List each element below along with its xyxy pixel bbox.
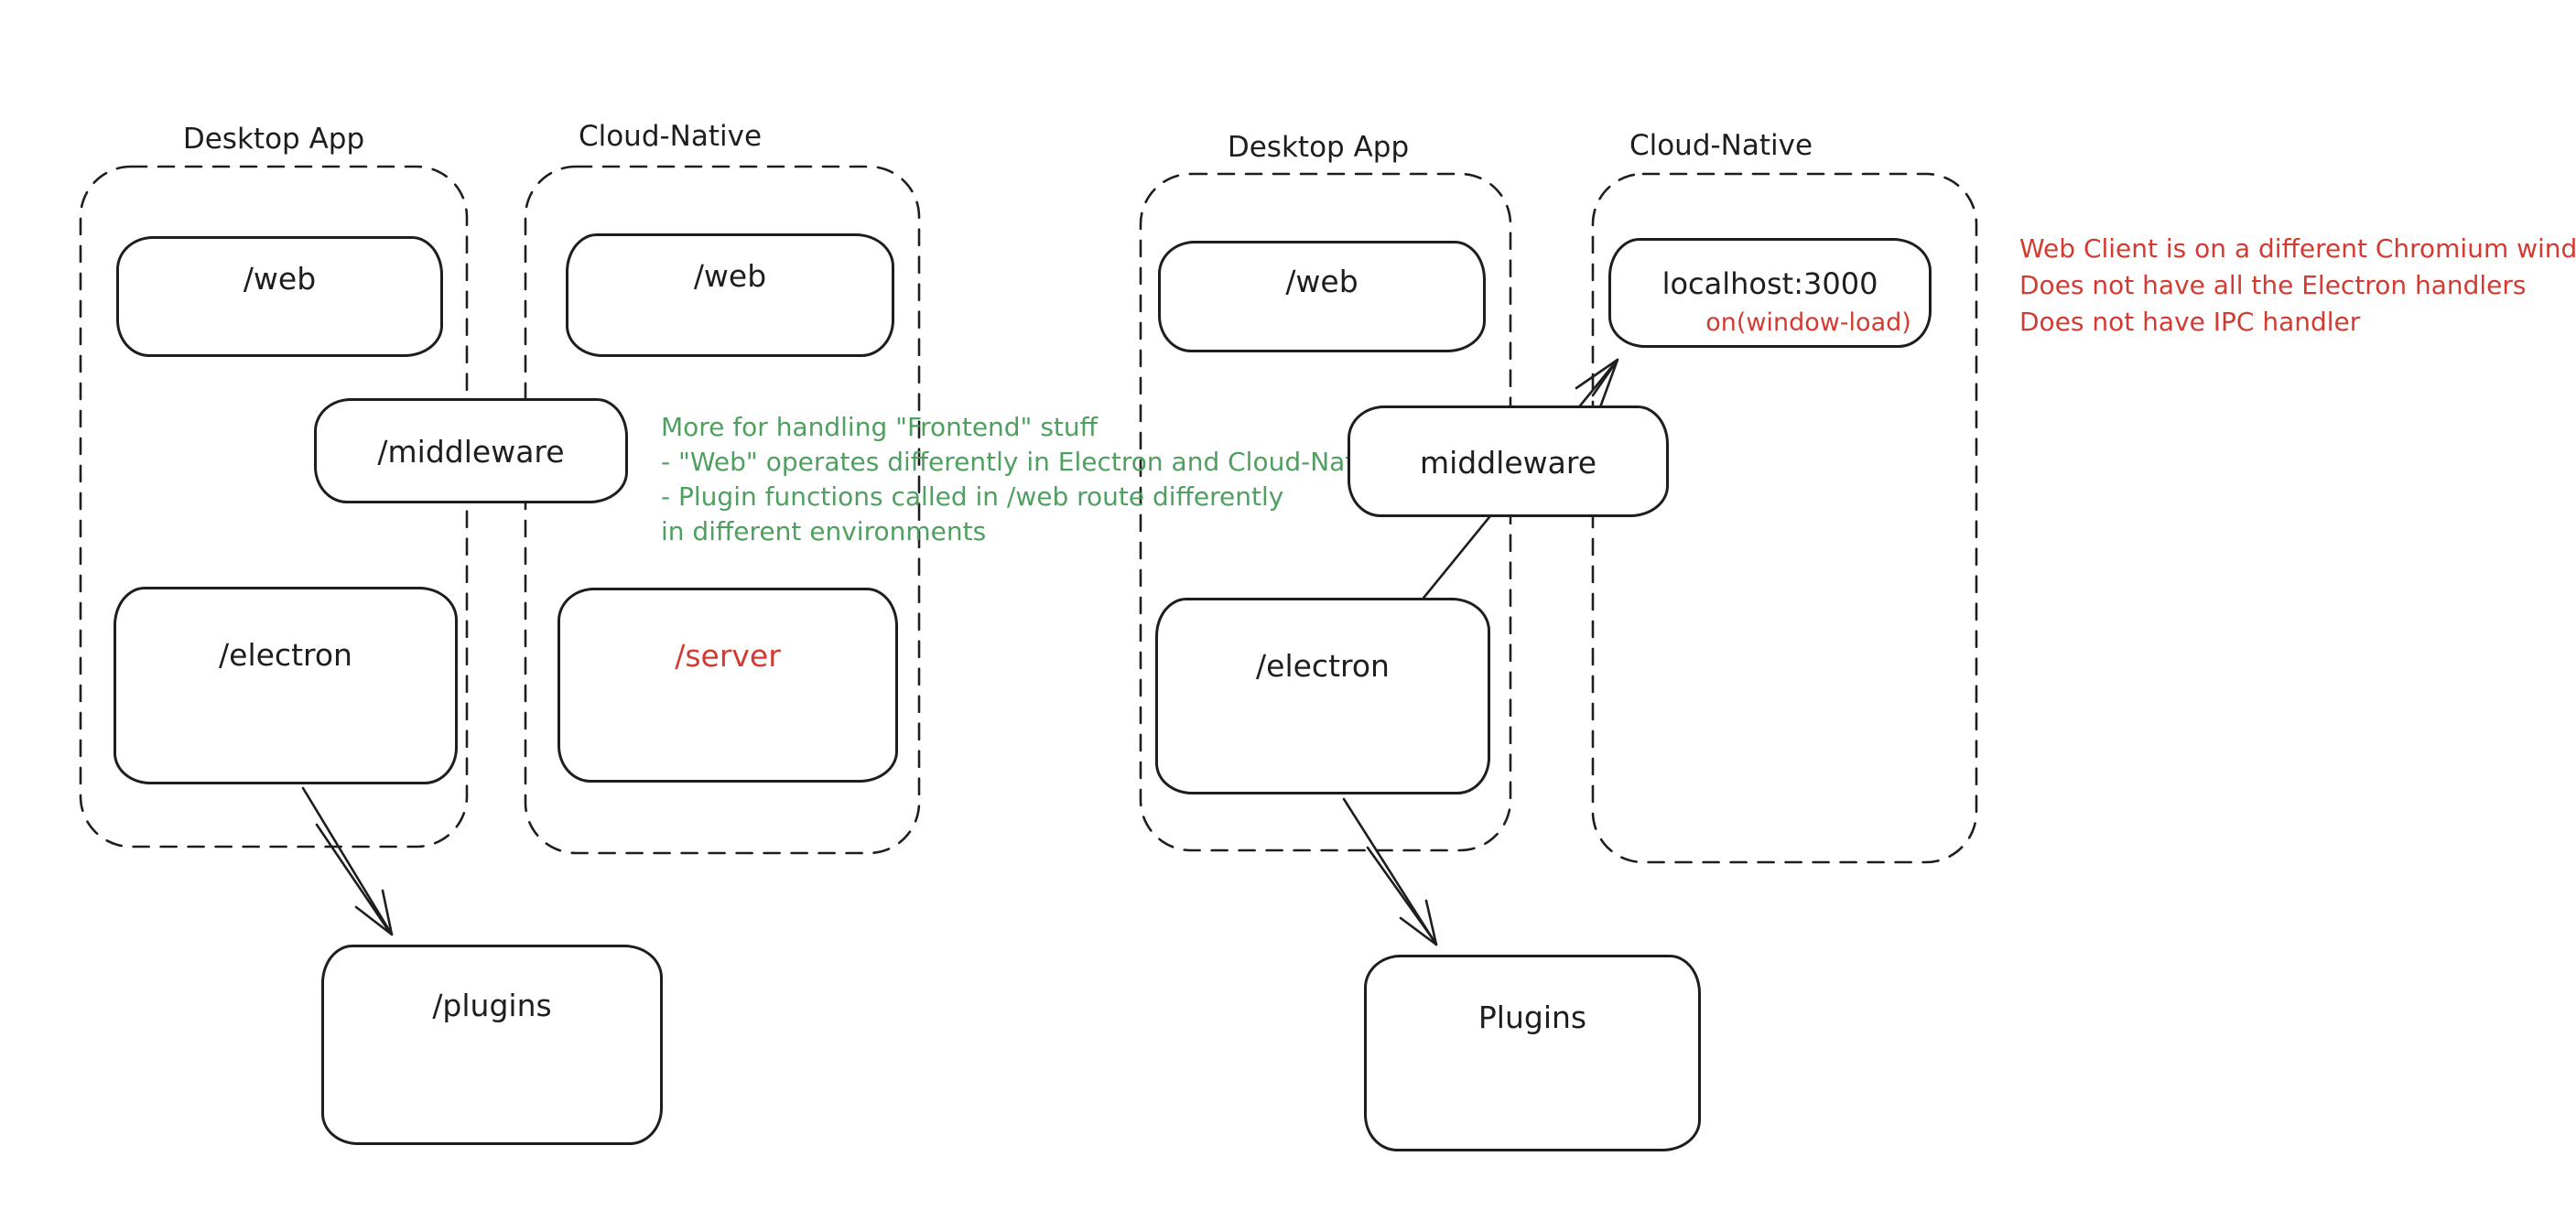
left-middleware-label: /middleware	[377, 434, 565, 470]
right-localhost-box: localhost:3000 on(window-load)	[1608, 238, 1932, 348]
left-plugins-label: /plugins	[432, 988, 552, 1023]
right-plugins-label: Plugins	[1477, 1000, 1587, 1035]
right-web-label: /web	[1285, 264, 1358, 299]
left-annotation: More for handling "Frontend" stuff - "We…	[661, 410, 1393, 549]
left-plugins-box: /plugins	[321, 945, 663, 1145]
left-electron-to-plugins-arrow	[301, 786, 394, 936]
right-annotation: Web Client is on a different Chromium wi…	[2019, 231, 2576, 340]
left-annotation-line-3: - Plugin functions called in /web route …	[661, 481, 1284, 512]
right-web-box: /web	[1158, 241, 1486, 352]
left-desktop-container	[79, 165, 469, 848]
left-middleware-box: /middleware	[314, 398, 628, 503]
left-cloud-web-label: /web	[693, 258, 767, 294]
right-annotation-line-2: Does not have all the Electron handlers	[2019, 270, 2527, 300]
right-desktop-title: Desktop App	[1227, 131, 1410, 164]
left-cloud-container	[524, 165, 921, 855]
left-web-box: /web	[116, 236, 443, 357]
left-annotation-line-2: - "Web" operates differently in Electron…	[661, 447, 1393, 477]
right-localhost-label: localhost:3000	[1661, 265, 1878, 301]
right-middleware-box: middleware	[1348, 405, 1669, 517]
left-server-label: /server	[675, 638, 781, 674]
right-electron-label: /electron	[1256, 648, 1390, 684]
left-cloud-web-box: /web	[566, 233, 894, 357]
right-window-load-label: on(window-load)	[1705, 308, 1911, 337]
left-annotation-line-1: More for handling "Frontend" stuff	[661, 412, 1098, 442]
left-electron-label: /electron	[219, 637, 352, 673]
right-plugins-box: Plugins	[1364, 955, 1701, 1151]
right-cloud-title: Cloud-Native	[1629, 129, 1813, 162]
right-electron-to-plugins-arrow	[1342, 797, 1438, 946]
left-electron-box: /electron	[114, 587, 458, 784]
left-cloud-title: Cloud-Native	[578, 120, 763, 153]
left-annotation-line-4: in different environments	[661, 516, 987, 546]
left-web-label: /web	[243, 261, 317, 297]
left-server-box: /server	[557, 588, 898, 783]
right-cloud-container	[1591, 172, 1978, 864]
right-electron-box: /electron	[1155, 598, 1490, 794]
right-annotation-line-1: Web Client is on a different Chromium wi…	[2019, 233, 2576, 264]
left-desktop-title: Desktop App	[182, 123, 365, 156]
right-middleware-label: middleware	[1419, 445, 1597, 481]
right-annotation-line-3: Does not have IPC handler	[2019, 307, 2361, 337]
